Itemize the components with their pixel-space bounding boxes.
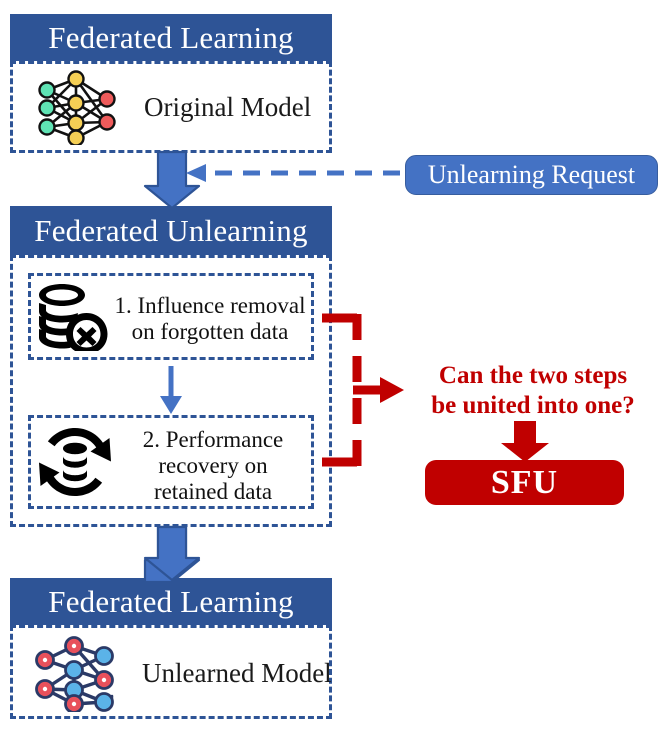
database-refresh-icon <box>38 426 112 498</box>
step-1-line-1: 1. Influence removal <box>114 293 306 318</box>
proposal-question-line-2: be united into one? <box>431 391 635 419</box>
unlearning-request-button[interactable]: Unlearning Request <box>405 155 658 195</box>
stage-header-federated-learning-bottom: Federated Learning <box>10 578 332 625</box>
red-bracket-arrowhead <box>380 377 404 403</box>
request-dashed-connector <box>186 164 400 182</box>
proposal-question-line-1: Can the two steps <box>438 362 628 389</box>
stage-header-label: Federated Unlearning <box>34 213 308 248</box>
sfu-label: SFU <box>490 463 559 501</box>
step-2-line-2: recovery on <box>158 452 268 478</box>
proposal-question: Can the two steps be united into one? <box>408 361 658 420</box>
step-2-text: 2. Performance recovery on retained data <box>118 427 308 504</box>
stage-header-label: Federated Learning <box>48 584 294 619</box>
arrow-down-to-unlearning <box>143 150 201 210</box>
original-model-label: Original Model <box>144 92 312 122</box>
arrow-down-to-sfu <box>501 421 549 462</box>
neural-network-unlearned-icon <box>30 634 122 712</box>
stage-header-federated-unlearning: Federated Unlearning <box>10 206 332 255</box>
database-remove-icon <box>36 283 108 351</box>
unlearned-model-row: Unlearned Model <box>30 634 332 712</box>
original-model-row: Original Model <box>30 70 320 145</box>
arrow-down-to-federated-learning <box>143 525 201 584</box>
sfu-result-box: SFU <box>425 460 624 505</box>
step-1-line-2: on forgotten data <box>131 318 289 344</box>
step-1-text: 1. Influence removal on forgotten data <box>112 293 308 345</box>
unlearning-request-label: Unlearning Request <box>427 160 636 189</box>
bottom-stage-body <box>10 625 332 719</box>
step-2-line-1: 2. Performance <box>142 427 284 452</box>
step-2-line-3: retained data <box>153 478 273 504</box>
stage-header-label: Federated Learning <box>48 20 294 55</box>
unlearned-model-label: Unlearned Model <box>142 657 332 688</box>
neural-network-icon <box>30 70 122 145</box>
stage-header-federated-learning-top: Federated Learning <box>10 14 332 61</box>
